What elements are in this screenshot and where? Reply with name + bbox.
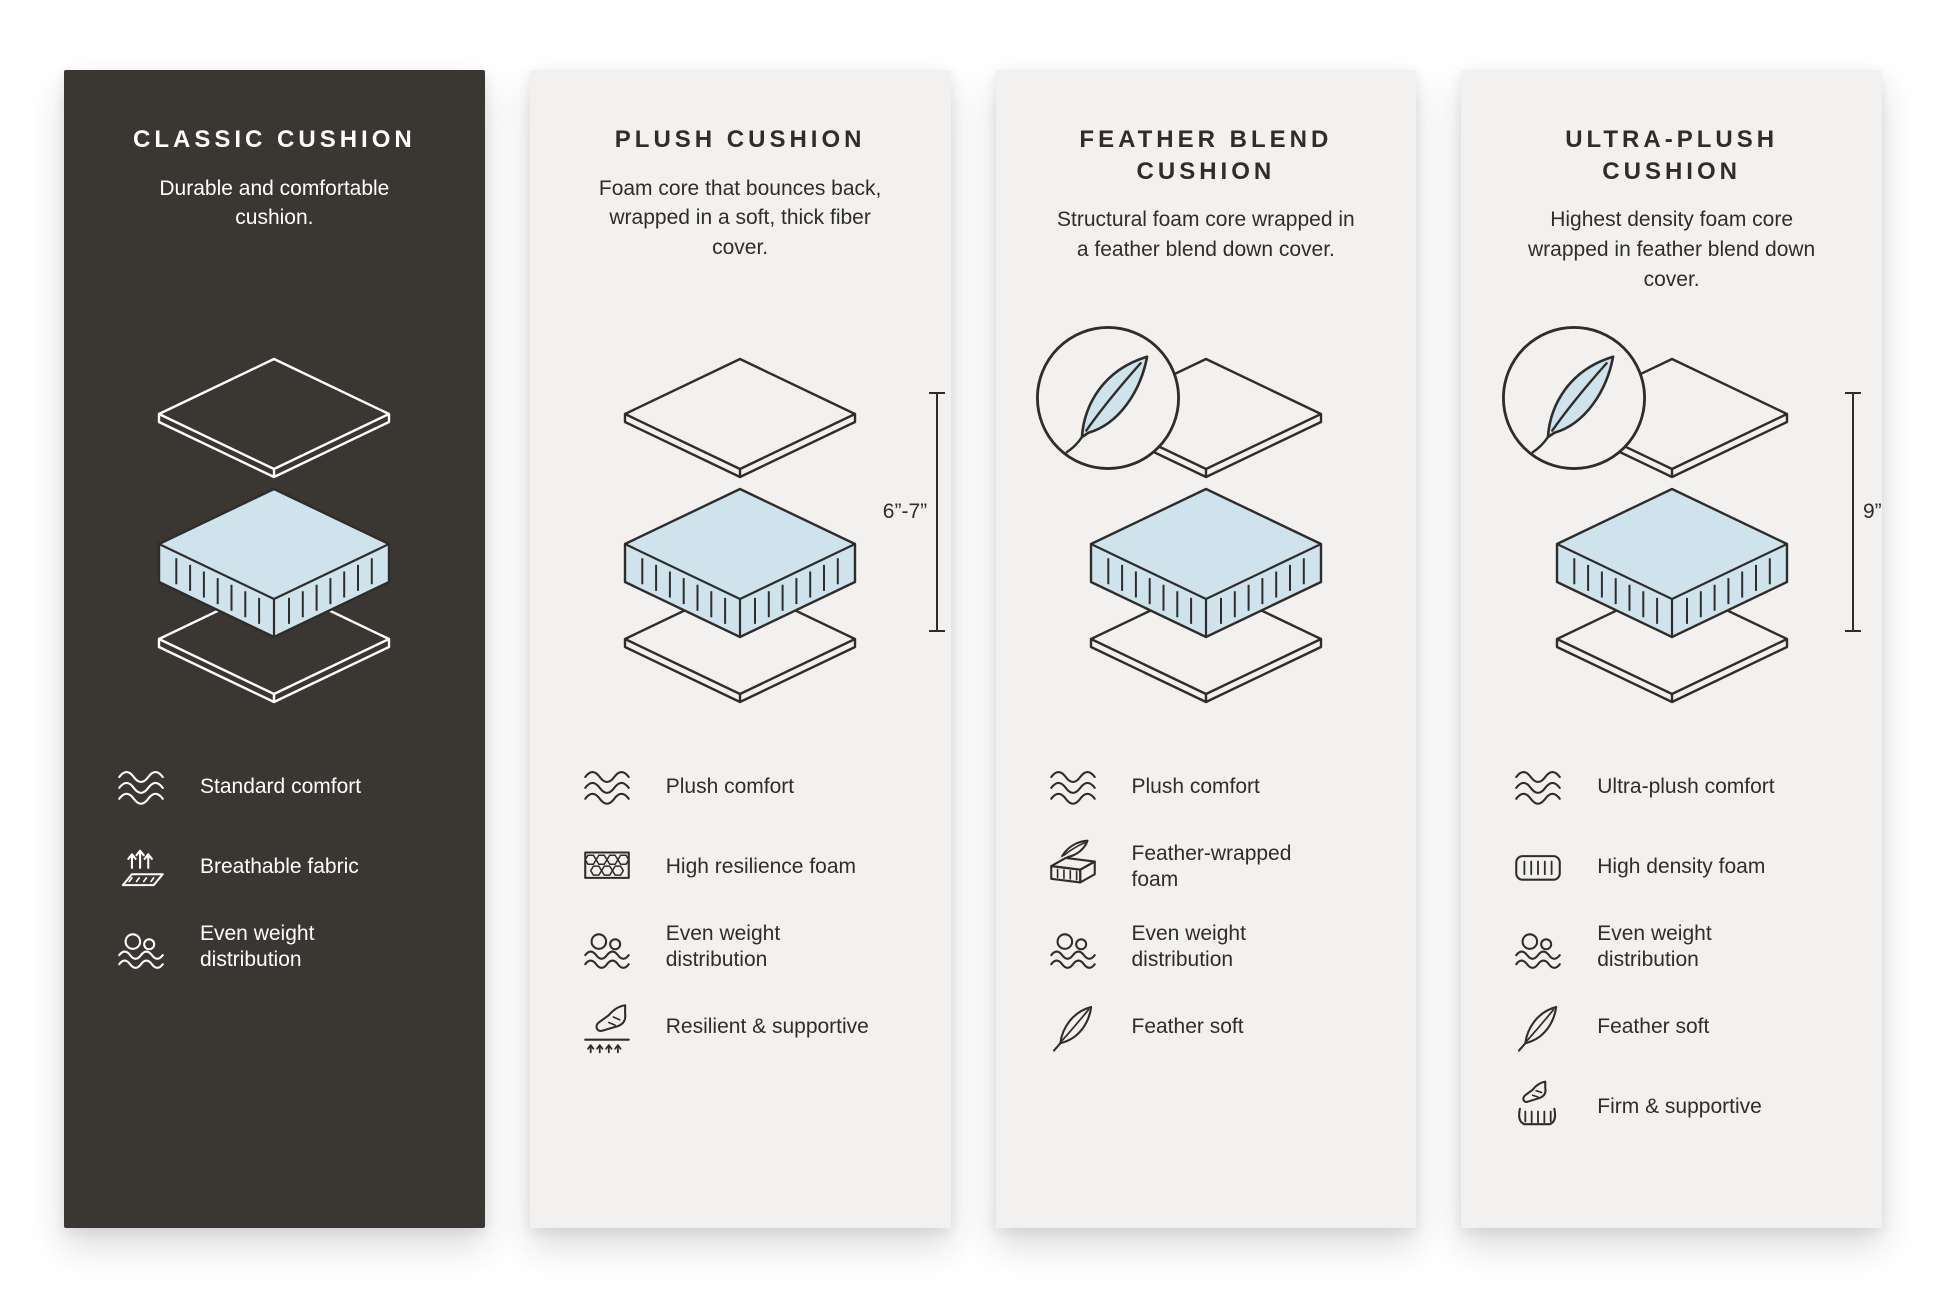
even-weight-icon	[1509, 918, 1567, 976]
feather-badge	[1035, 326, 1180, 470]
feature-row: High density foam	[1509, 836, 1842, 898]
card-description: Foam core that bounces back, wrapped in …	[598, 176, 882, 260]
card-feather-blend-cushion: FEATHER BLEND CUSHION Structural foam co…	[995, 70, 1417, 1228]
feature-label: Plush comfort	[665, 774, 795, 798]
honeycomb-foam-icon	[578, 838, 636, 896]
card-description: Durable and comfortable cushion.	[159, 176, 390, 230]
cushion-layers-graphic	[623, 357, 857, 704]
feature-list: Plush comfort High resilience foam Even …	[570, 756, 911, 1058]
card-classic-cushion: CLASSIC CUSHION Durable and comfortable …	[64, 70, 485, 1228]
feature-label: High density foam	[1597, 854, 1766, 878]
feature-row: Plush comfort	[1044, 756, 1377, 818]
feature-label: Even weight distribution	[665, 921, 781, 971]
feather-foam-icon	[1044, 838, 1102, 896]
feature-row: Feather-wrapped foam	[1044, 836, 1377, 898]
feature-list: Standard comfort Breathable fabric Even …	[104, 756, 445, 978]
feature-row: Even weight distribution	[112, 916, 445, 978]
waves-icon	[1044, 758, 1102, 816]
card-header: FEATHER BLEND CUSHION Structural foam co…	[1036, 124, 1377, 304]
feature-label: Standard comfort	[200, 774, 362, 798]
height-measure: 6”-7”	[882, 392, 946, 632]
height-measure: 9”	[1844, 392, 1882, 632]
firm-support-icon	[1509, 1078, 1567, 1136]
feather-icon	[1044, 998, 1102, 1056]
feature-label: Even weight distribution	[200, 921, 315, 971]
card-title: FEATHER BLEND CUSHION	[1079, 126, 1333, 185]
feature-row: Firm & supportive	[1509, 1076, 1842, 1138]
feature-label: Plush comfort	[1131, 774, 1260, 798]
hand-press-icon	[578, 998, 636, 1056]
even-weight-icon	[112, 918, 170, 976]
breathable-fabric-icon	[112, 838, 170, 896]
feature-label: High resilience foam	[665, 854, 857, 878]
cushion-illustration	[1035, 326, 1356, 710]
card-description: Highest density foam core wrapped in fea…	[1528, 208, 1816, 291]
card-plush-cushion: PLUSH CUSHION Foam core that bounces bac…	[529, 70, 951, 1228]
card-header: PLUSH CUSHION Foam core that bounces bac…	[570, 124, 911, 304]
feature-row: Even weight distribution	[578, 916, 911, 978]
measure-label: 6”-7”	[882, 500, 928, 523]
cushion-illustration: 6”-7”	[590, 338, 946, 710]
feature-label: Feather-wrapped foam	[1131, 841, 1292, 891]
card-title: CLASSIC CUSHION	[133, 126, 416, 153]
waves-icon	[578, 758, 636, 816]
card-header: ULTRA-PLUSH CUSHION Highest density foam…	[1501, 124, 1842, 304]
waves-icon	[1509, 758, 1567, 816]
measure-line	[1844, 392, 1861, 632]
feature-label: Even weight distribution	[1131, 921, 1246, 971]
feature-label: Feather soft	[1131, 1014, 1244, 1038]
feature-row: High resilience foam	[578, 836, 911, 898]
density-foam-icon	[1509, 838, 1567, 896]
feature-list: Ultra-plush comfort High density foam Ev…	[1501, 756, 1842, 1138]
feature-row: Feather soft	[1044, 996, 1377, 1058]
card-title: PLUSH CUSHION	[614, 126, 866, 153]
card-header: CLASSIC CUSHION Durable and comfortable …	[104, 124, 445, 304]
feature-row: Feather soft	[1509, 996, 1842, 1058]
measure-line	[929, 392, 946, 632]
feature-row: Even weight distribution	[1044, 916, 1377, 978]
card-description: Structural foam core wrapped in a feathe…	[1057, 208, 1355, 262]
feature-row: Plush comfort	[578, 756, 911, 818]
feature-row: Even weight distribution	[1509, 916, 1842, 978]
feature-row: Ultra-plush comfort	[1509, 756, 1842, 818]
feature-label: Feather soft	[1597, 1014, 1710, 1038]
cushion-illustration	[124, 338, 424, 710]
feature-label: Ultra-plush comfort	[1597, 774, 1775, 798]
feature-label: Even weight distribution	[1597, 921, 1712, 971]
waves-icon	[112, 758, 170, 816]
feature-row: Resilient & supportive	[578, 996, 911, 1058]
cushion-illustration: 9”	[1501, 326, 1882, 710]
feature-label: Breathable fabric	[200, 854, 359, 878]
measure-label: 9”	[1862, 500, 1882, 523]
feature-list: Plush comfort Feather-wrapped foam Even …	[1036, 756, 1377, 1058]
feather-icon	[1509, 998, 1567, 1056]
feature-row: Breathable fabric	[112, 836, 445, 898]
feather-badge	[1501, 326, 1646, 470]
even-weight-icon	[578, 918, 636, 976]
even-weight-icon	[1044, 918, 1102, 976]
cushion-layers-graphic	[158, 357, 391, 704]
card-ultra-plush-cushion: ULTRA-PLUSH CUSHION Highest density foam…	[1461, 70, 1882, 1228]
feature-label: Resilient & supportive	[665, 1014, 869, 1038]
feature-row: Standard comfort	[112, 756, 445, 818]
card-title: ULTRA-PLUSH CUSHION	[1565, 126, 1779, 185]
feature-label: Firm & supportive	[1597, 1094, 1762, 1118]
